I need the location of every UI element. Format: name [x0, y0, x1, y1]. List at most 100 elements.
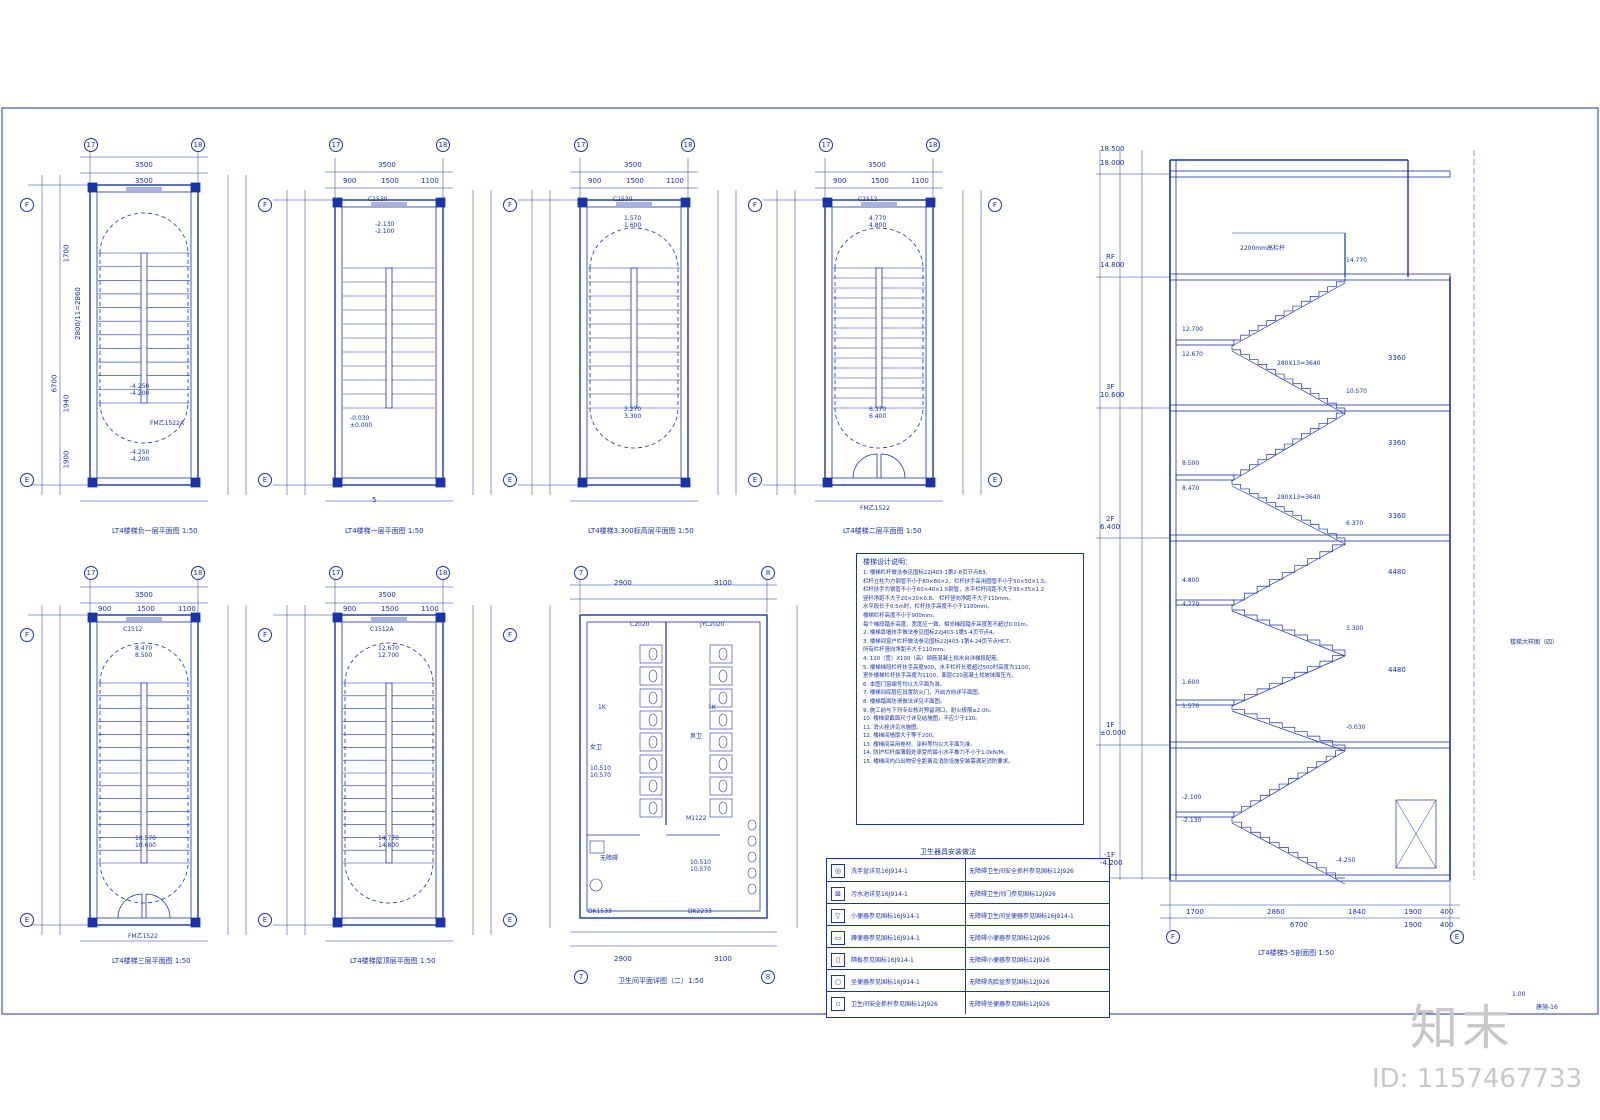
column	[190, 917, 201, 928]
stair-flight	[1231, 480, 1345, 539]
plan4-top-dim: 3500	[868, 161, 886, 169]
section-elev-label: 1.600	[1182, 679, 1200, 686]
plan6-top-dim: 3500	[378, 591, 396, 599]
section-elev-label: -2.100	[1182, 794, 1202, 801]
notes-line: 室外楼梯栏杆扶手高度为1100，面层C20混凝土找坡抹面压光。	[863, 673, 1017, 680]
plan3-top-dim: 3500	[624, 161, 642, 169]
plan4-elev-d: 6.400	[869, 413, 887, 420]
plan1-overall-dim: 6700	[50, 374, 59, 393]
washbasin-icon	[747, 819, 757, 831]
notes-line: 11. 消火栓详见水施图。	[863, 724, 922, 731]
outer-wall	[824, 199, 934, 486]
plan2-elev-a: -2.130	[375, 221, 395, 228]
fixture-left: 污水池详见16J914-1	[851, 891, 908, 898]
section-elev-label: 12.670	[1182, 351, 1203, 358]
washbasin-icon: ◎	[831, 864, 845, 878]
plan1-elev-d: -4.200	[130, 456, 150, 463]
axis-bubble-f: F	[748, 198, 762, 212]
plan4-sub-dim-c: 1100	[911, 177, 929, 185]
section-elev-18500: 18.500	[1100, 145, 1125, 153]
stall	[639, 688, 663, 708]
section-dim: 3360	[1388, 512, 1406, 520]
landing-slab	[1175, 599, 1235, 606]
plan2-sub-dim-c: 1100	[421, 177, 439, 185]
fixtures-row: ▫ 卫生间安全抓杆参见国标12J926 无障碍坐便器参见国标12J926	[827, 991, 1109, 1014]
axis-bubble-18: 18	[191, 138, 205, 152]
toilet-icon	[718, 801, 728, 815]
section-bottom-dim: 1700	[1186, 908, 1204, 916]
fixtures-row: ○ 坐便器参见国标16J914-1 无障碍洗脸盆参见国标12J926	[827, 969, 1109, 992]
stair-flight	[1232, 650, 1346, 701]
plan7-elev-b: 10.570	[690, 866, 711, 873]
axis-bubble-17: 17	[329, 138, 343, 152]
column	[87, 477, 98, 488]
notes-line: 8. 楼梯踏面防滑做法详见平面图。	[863, 698, 946, 705]
plan6-elev-d: 14.800	[378, 842, 399, 849]
axis-bubble-17: 17	[84, 566, 98, 580]
fixtures-title: 卫生器具安装做法	[920, 848, 976, 856]
plan7-label-c2020: C2020	[630, 621, 650, 628]
stall	[709, 710, 733, 730]
washbasin-icon	[747, 835, 757, 847]
section-elev-label: -2.130	[1182, 817, 1202, 824]
plan2-sub-dim-a: 900	[343, 177, 357, 185]
stair-soffit	[1231, 485, 1346, 545]
plan2-section-mark: 5	[372, 496, 377, 504]
column	[332, 612, 343, 623]
fixtures-table: ◎ 洗手盆详见16J914-1 无障碍卫生间安全抓杆参见国标12J926 ⊠ 污…	[826, 858, 1110, 1018]
plan7-elev-a: 10.510	[690, 859, 711, 866]
landing-arc	[834, 407, 924, 449]
plan-caption-roof: LT4楼梯屋顶层平面图 1:50	[350, 957, 436, 965]
pit	[1395, 799, 1437, 869]
landing-arc	[589, 407, 679, 449]
stair-soffit	[1231, 822, 1346, 885]
axis-bubble-f: F	[20, 198, 34, 212]
plan7-top-dim-b: 3100	[714, 579, 732, 587]
section-level-rf: RF	[1106, 253, 1115, 261]
stair-plan	[28, 143, 247, 502]
axis-bubble-17: 17	[329, 566, 343, 580]
notes-line: 5. 楼梯梯段栏杆扶手高度900，水平栏杆长度超过500时高度为1100，	[863, 664, 1034, 671]
door-swing	[880, 453, 906, 479]
landing-arc	[99, 642, 189, 684]
stair-plan	[28, 573, 247, 942]
toilet-icon	[648, 735, 658, 749]
stair-well	[140, 252, 148, 404]
landing-slab	[1175, 474, 1235, 481]
stall	[709, 798, 733, 818]
section-elev-label: 12.700	[1182, 326, 1203, 333]
plan2-elev-c: -0.030	[350, 415, 370, 422]
plan5-elev-a: 8.470	[135, 645, 153, 652]
stair-soffit	[1231, 750, 1346, 819]
plan4-sub-dim-b: 1500	[871, 177, 889, 185]
stall	[639, 710, 663, 730]
stall	[639, 666, 663, 686]
axis-bubble-f: F	[503, 198, 517, 212]
stair-plan	[518, 158, 737, 502]
plan3-elev-c: 3.270	[624, 406, 642, 413]
plan7-bottom-overall-b: 3100	[714, 955, 732, 963]
inner-wall	[341, 621, 437, 919]
fixture-left: 隔板参见国标16J914-1	[851, 957, 914, 964]
squat-toilet-icon: ▭	[831, 931, 845, 945]
section-elev-label: 4.770	[1182, 601, 1200, 608]
axis-bubble-f: F	[503, 628, 517, 642]
notes-line: 4. 120（宽）X100（高）钢筋混凝土挡水台详梯段配筋。	[863, 655, 1002, 662]
axis-bubble-e: E	[988, 473, 1002, 487]
toilet-icon	[648, 801, 658, 815]
notes-line: 楼梯栏杆高度不小于900mm。	[863, 612, 938, 619]
axis-bubble-7: 7	[574, 970, 588, 984]
plan5-door: FM乙1522	[128, 933, 158, 940]
notes-line: 13. 楼梯间采用卷材、涂料等均以大平面为准。	[863, 741, 976, 748]
washbasin-icon	[747, 867, 757, 879]
landing-arc	[589, 227, 679, 269]
section-caption: LT4楼梯5-5剖面图 1:50	[1258, 949, 1335, 957]
axis-bubble-e: E	[503, 473, 517, 487]
toilet-icon	[648, 669, 658, 683]
inner-wall	[341, 206, 437, 479]
floor-slab	[1169, 404, 1451, 412]
stair-soffit	[1231, 543, 1346, 607]
section-bottom-dim: 2860	[1267, 908, 1285, 916]
section-elev-18000: 18.000	[1100, 159, 1125, 167]
